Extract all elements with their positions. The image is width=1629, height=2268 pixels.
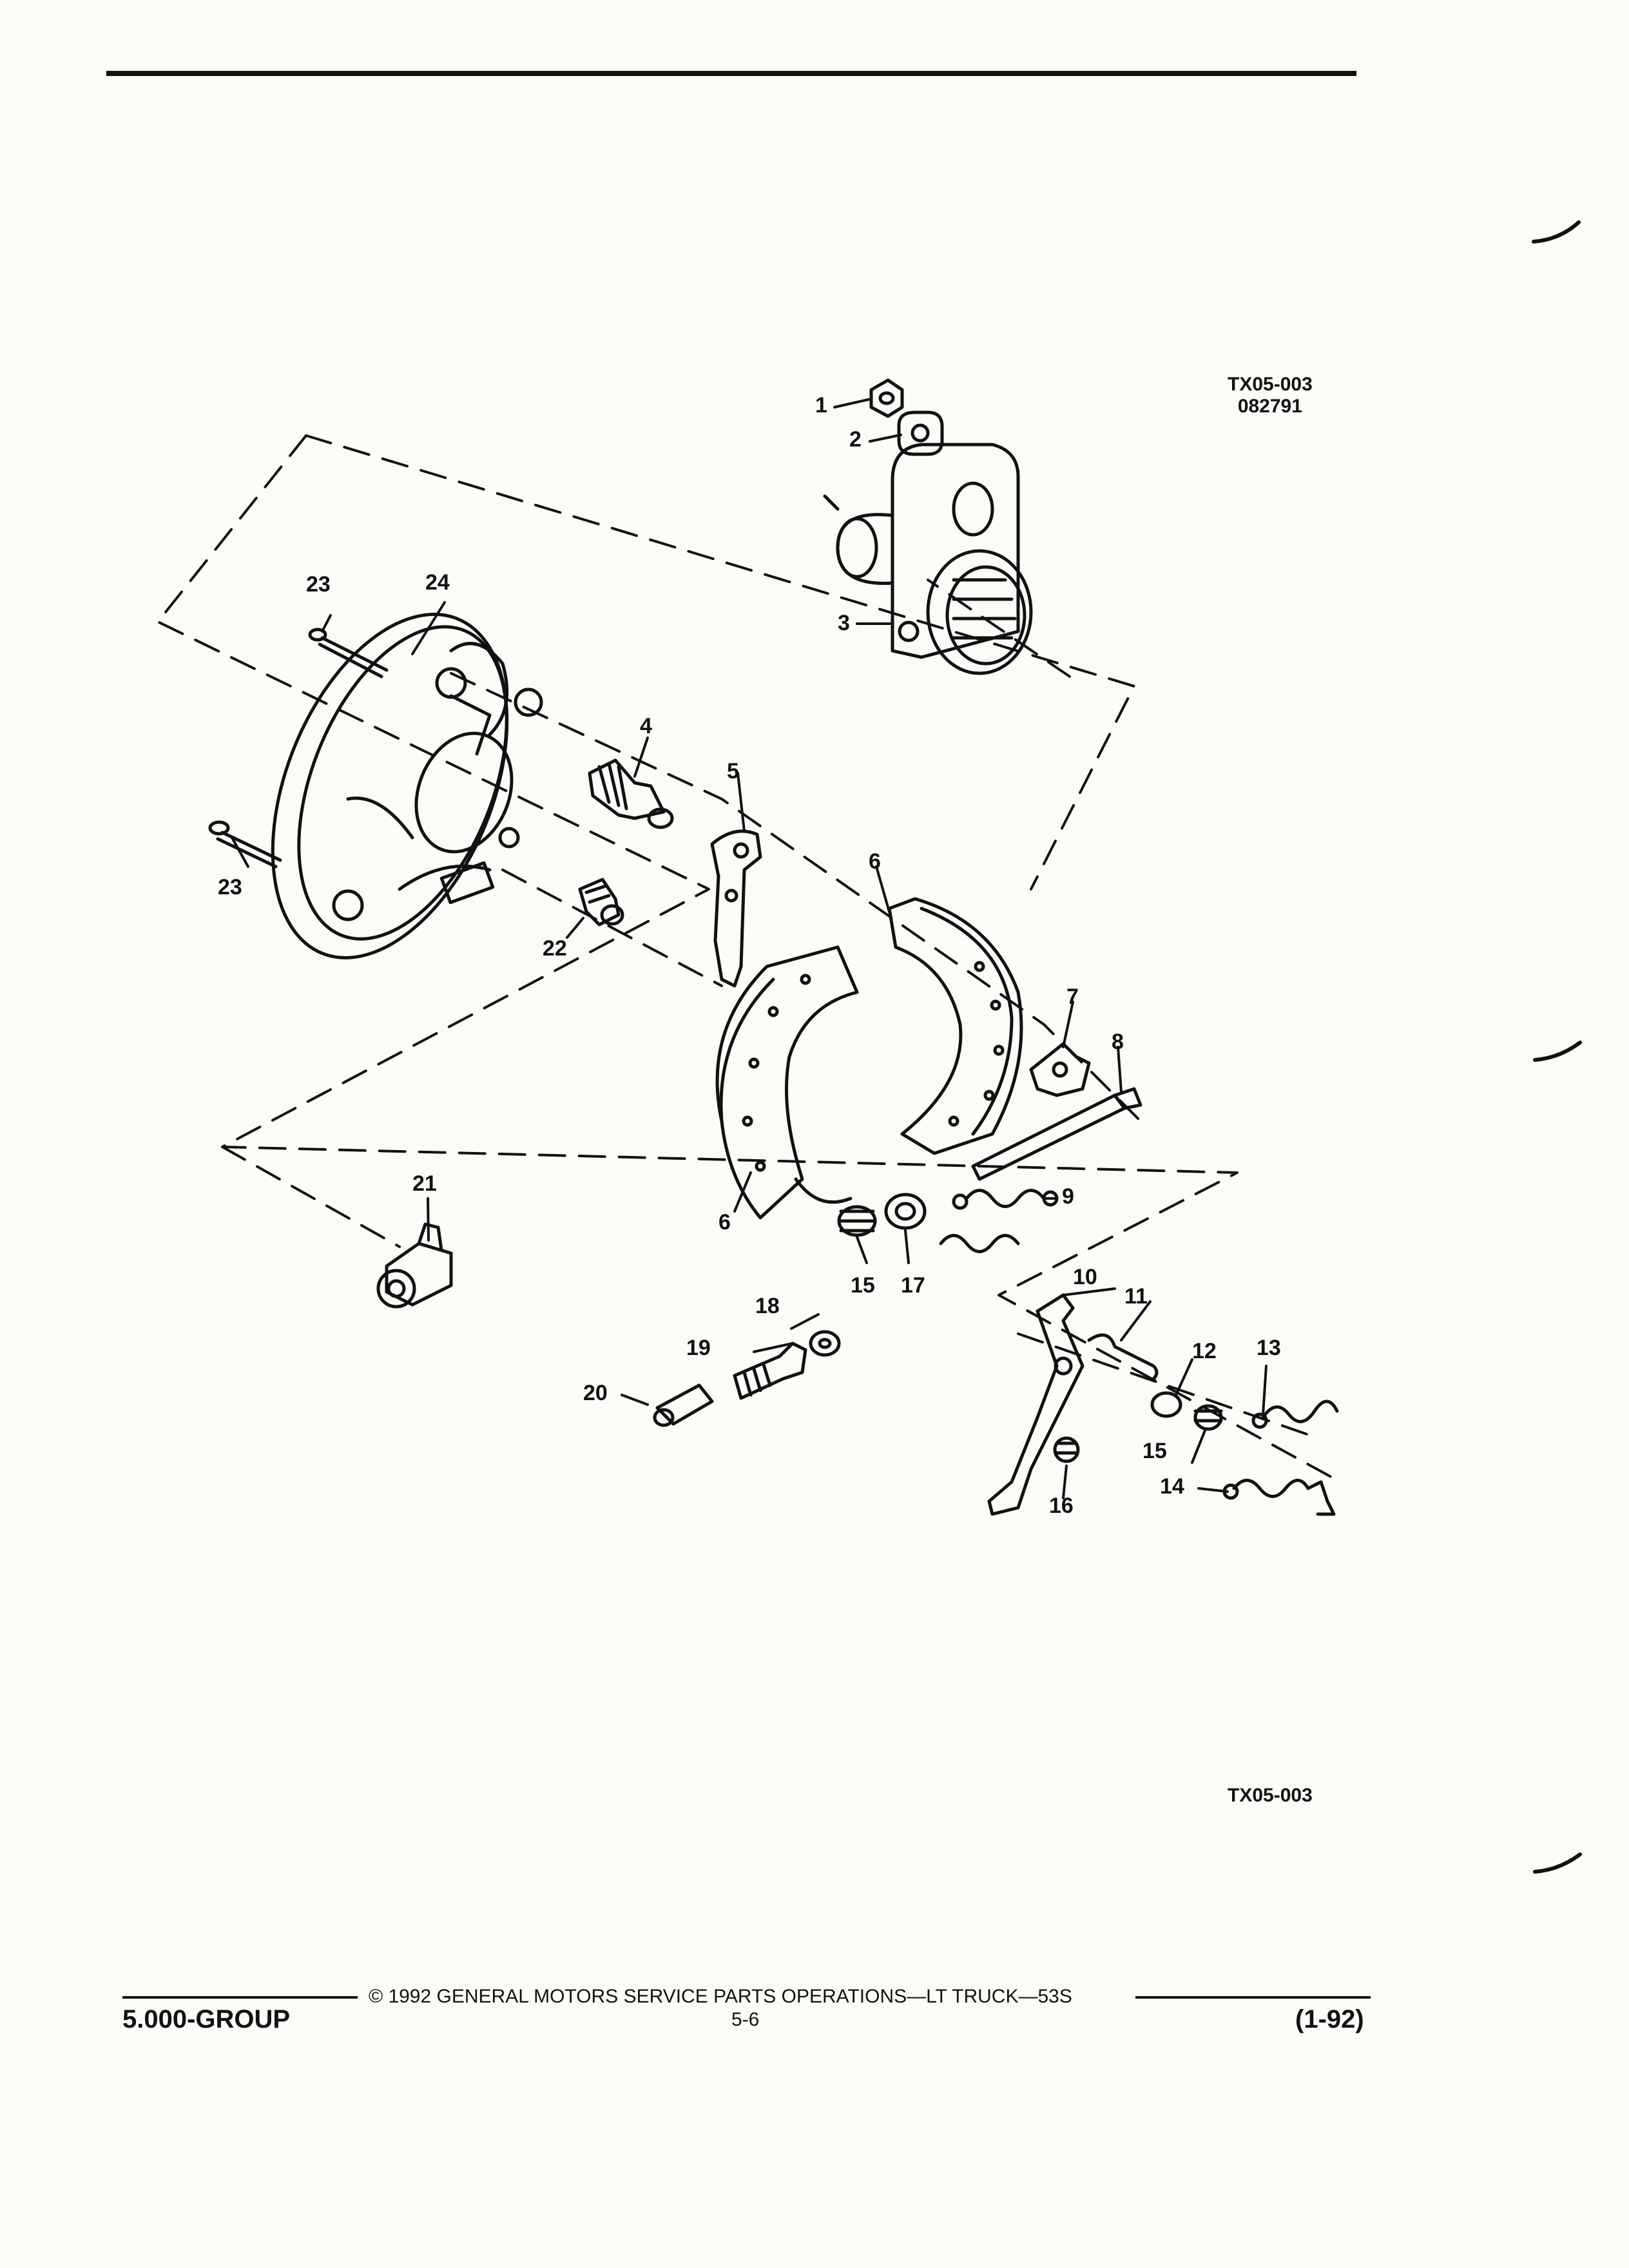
- callout-6-lower: 6: [718, 1210, 731, 1235]
- callout-23-lower: 23: [218, 875, 242, 899]
- callout-9: 9: [1062, 1184, 1074, 1209]
- part-17-cup: [884, 1193, 927, 1230]
- part-19-screw: [733, 1341, 807, 1400]
- part-22-plug: [578, 878, 624, 927]
- callout-5: 5: [727, 759, 739, 783]
- footer-copyright: © 1992 GENERAL MOTORS SERVICE PARTS OPER…: [369, 1986, 1072, 2007]
- part-10-lever: [987, 1293, 1084, 1516]
- part-5-lever: [710, 829, 762, 988]
- footer-rule-left: [122, 1996, 358, 1999]
- part-16-spring: [1053, 1436, 1080, 1463]
- callout-15-left: 15: [851, 1273, 875, 1298]
- callout-20: 20: [583, 1381, 608, 1405]
- footer-group: 5.000-GROUP: [122, 2005, 291, 2033]
- part-7-link: [1029, 1042, 1091, 1097]
- callout-18: 18: [755, 1294, 780, 1318]
- part-20-nut-sleeve: [653, 1383, 714, 1427]
- figure-ref-date: 082791: [1237, 396, 1302, 417]
- part-clip: [1306, 1480, 1336, 1516]
- figure-ref-bottom: TX05-003: [1228, 1785, 1313, 1806]
- part-13-spring: [1251, 1399, 1339, 1429]
- part-21-wheel-cylinder: [376, 1222, 453, 1309]
- callout-2: 2: [849, 427, 862, 452]
- callout-11: 11: [1124, 1284, 1148, 1309]
- part-1-nut: [869, 378, 904, 418]
- callout-6-upper: 6: [869, 849, 881, 874]
- callout-19: 19: [686, 1336, 711, 1360]
- callout-3: 3: [838, 611, 850, 635]
- callout-15-right: 15: [1142, 1439, 1167, 1463]
- callout-22: 22: [543, 936, 567, 961]
- callout-21: 21: [412, 1171, 437, 1196]
- footer-page-number: 5-6: [731, 2009, 760, 2030]
- callout-14: 14: [1160, 1474, 1184, 1499]
- footer-rule-right: [1135, 1996, 1371, 1999]
- callout-10: 10: [1073, 1265, 1097, 1289]
- callout-7: 7: [1066, 985, 1079, 1009]
- callout-12: 12: [1192, 1339, 1217, 1363]
- callout-1: 1: [815, 393, 827, 418]
- callout-17: 17: [901, 1273, 925, 1298]
- top-rule: [106, 71, 1356, 76]
- part-23-bolt-upper: [308, 628, 389, 678]
- callout-16: 16: [1049, 1494, 1074, 1518]
- part-11-hook: [1087, 1333, 1159, 1381]
- part-15-spring-b: [1193, 1404, 1223, 1431]
- part-6-shoe-front: [715, 945, 859, 1220]
- footer-date: (1-92): [1295, 2005, 1364, 2033]
- callout-4: 4: [640, 714, 652, 738]
- callout-13: 13: [1257, 1336, 1281, 1360]
- part-24-backing-plate: [271, 613, 543, 959]
- figure-ref-code: TX05-003: [1228, 374, 1313, 395]
- part-2-washer: [897, 410, 944, 456]
- part-6-shoe-rear: [887, 897, 1023, 1155]
- part-4-adjuster: [588, 758, 674, 829]
- part-15-spring-a: [837, 1205, 877, 1237]
- callout-23-upper: 23: [306, 572, 331, 597]
- part-spring-coil: [939, 1234, 1020, 1253]
- callout-8: 8: [1112, 1030, 1124, 1054]
- part-18-socket: [809, 1330, 841, 1357]
- figure-ref-top: TX05-003 082791: [1228, 374, 1313, 418]
- part-3-housing: [823, 443, 1033, 675]
- callout-24: 24: [425, 570, 450, 595]
- part-8-strut: [971, 1087, 1142, 1181]
- leader-lines: [231, 398, 1268, 1499]
- part-12-pin: [1150, 1391, 1182, 1418]
